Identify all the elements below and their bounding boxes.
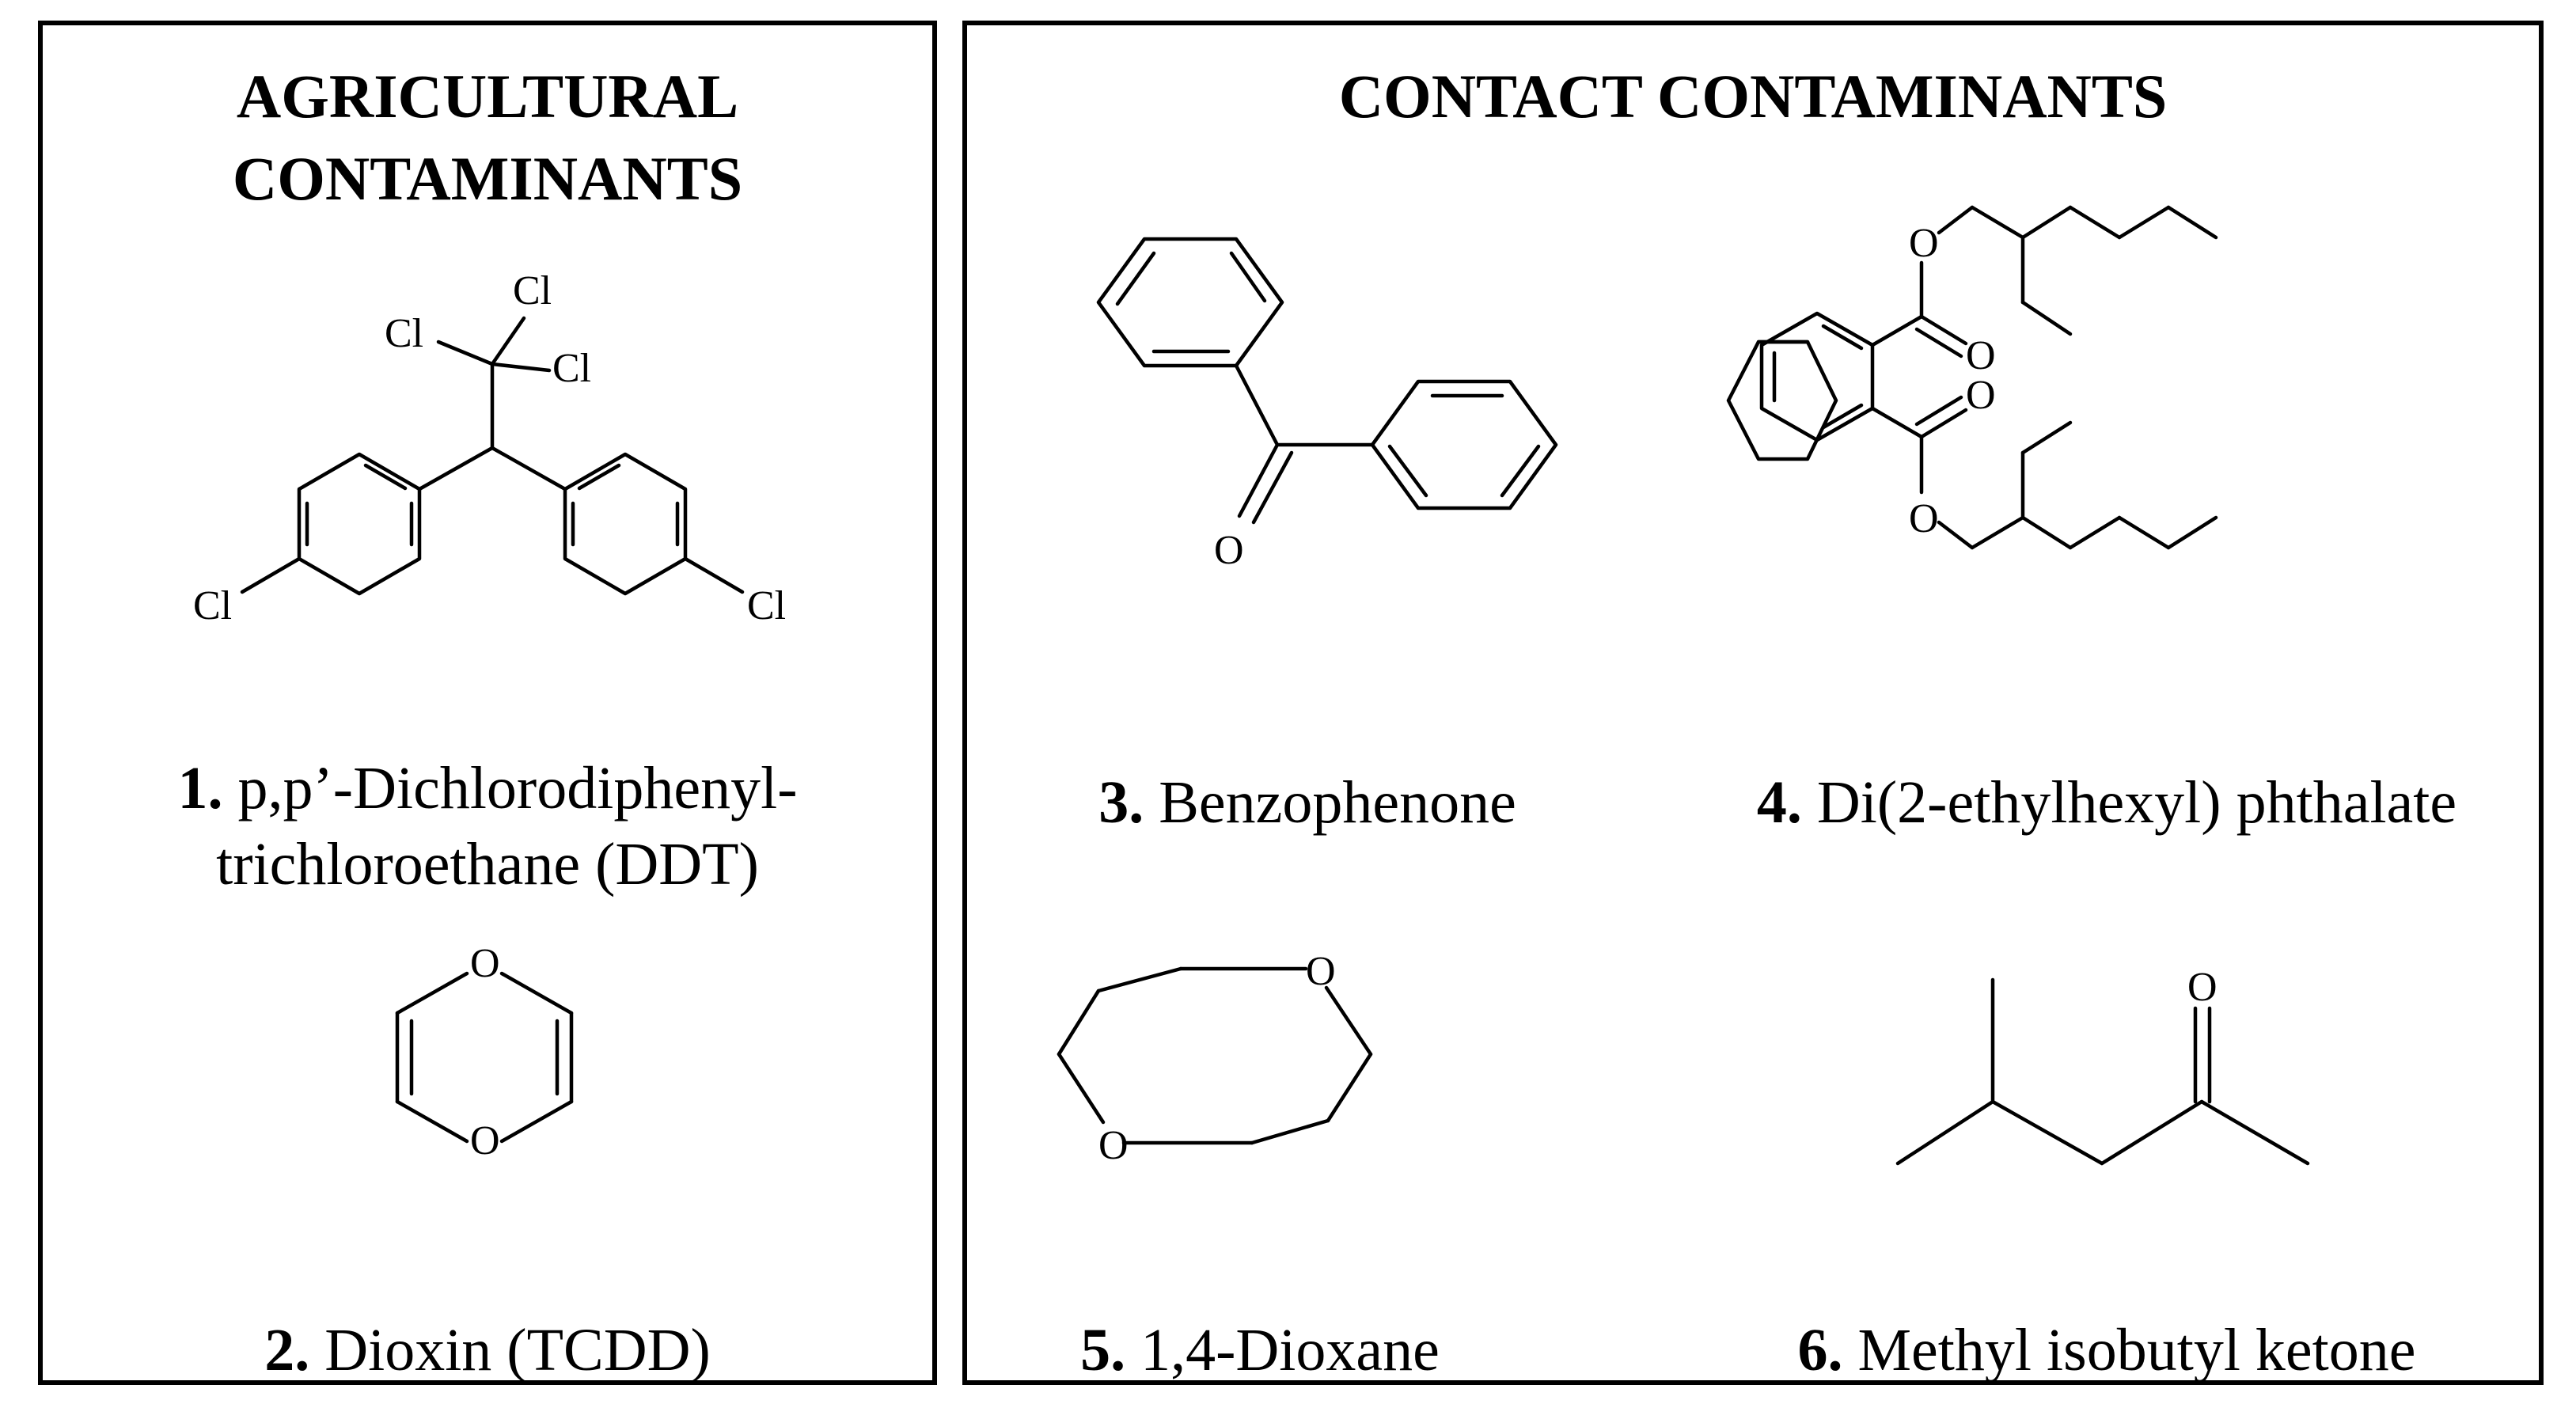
ddt-name-line2: trichloroethane (DDT) [216,831,759,897]
dioxin-o-bottom: O [470,1118,500,1163]
dehp-o-carbonyl-bottom: O [1966,373,1996,418]
ddt-cl-left: Cl [385,311,423,356]
mibk-caption: 6. Methyl isobutyl ketone [1743,1312,2471,1388]
contact-panel: CONTACT CONTAMINANTS O 3. Benzophenone [962,21,2544,1385]
benzophenone-name: Benzophenone [1159,769,1516,836]
mibk-o: O [2187,965,2217,1010]
dioxin-caption: 2. Dioxin (TCDD) [43,1312,932,1388]
dehp-number: 4. [1756,769,1802,836]
benzophenone-o: O [1214,528,1244,573]
benzophenone-structure: O [1096,237,1558,573]
dehp-o-carbonyl-top: O [1966,333,1996,378]
dioxane-o-top: O [1306,949,1336,994]
ddt-number: 1. [177,755,223,822]
dioxin-name: Dioxin (TCDD) [324,1317,711,1383]
mibk-number: 6. [1797,1317,1843,1383]
dehp-caption: 4. Di(2-ethylhexyl) phthalate [1679,765,2534,841]
dehp-o-ester-top: O [1909,221,1939,266]
dehp-structure: O O O O [1726,205,2218,550]
contact-title: CONTACT CONTAMINANTS [1338,62,2168,131]
mibk-name: Methyl isobutyl ketone [1857,1317,2416,1383]
dioxane-o-bottom: O [1098,1123,1129,1168]
dioxin-o-top: O [470,941,500,986]
ddt-cl-right: Cl [552,346,591,391]
dehp-o-ester-bottom: O [1909,496,1939,541]
dehp-name: Di(2-ethylhexyl) phthalate [1816,769,2457,836]
dioxane-caption: 5. 1,4-Dioxane [1038,1312,1481,1388]
agricultural-title-line2: CONTAMINANTS [232,144,743,213]
agricultural-title: AGRICULTURAL CONTAMINANTS [43,55,932,220]
benzophenone-number: 3. [1098,769,1144,836]
ddt-cl-para-right: Cl [747,583,786,628]
agricultural-panel: AGRICULTURAL CONTAMINANTS Cl Cl Cl Cl Cl… [38,21,937,1385]
agricultural-title-line1: AGRICULTURAL [236,62,739,131]
dioxane-number: 5. [1080,1317,1126,1383]
ddt-structure: Cl Cl Cl Cl Cl [193,268,786,628]
ddt-name-line1: p,p’-Dichlorodiphenyl- [237,755,798,822]
ddt-cl-para-left: Cl [193,583,232,628]
dioxin-structure: O O [395,941,574,1163]
dioxane-name: 1,4-Dioxane [1140,1317,1440,1383]
dioxin-number: 2. [264,1317,310,1383]
benzophenone-caption: 3. Benzophenone [1062,765,1553,841]
ddt-cl-top: Cl [513,268,552,313]
dioxane-structure: O O [1057,949,1373,1168]
mibk-structure: O [1895,965,2310,1166]
ddt-caption: 1. p,p’-Dichlorodiphenyl- trichloroethan… [43,750,932,902]
